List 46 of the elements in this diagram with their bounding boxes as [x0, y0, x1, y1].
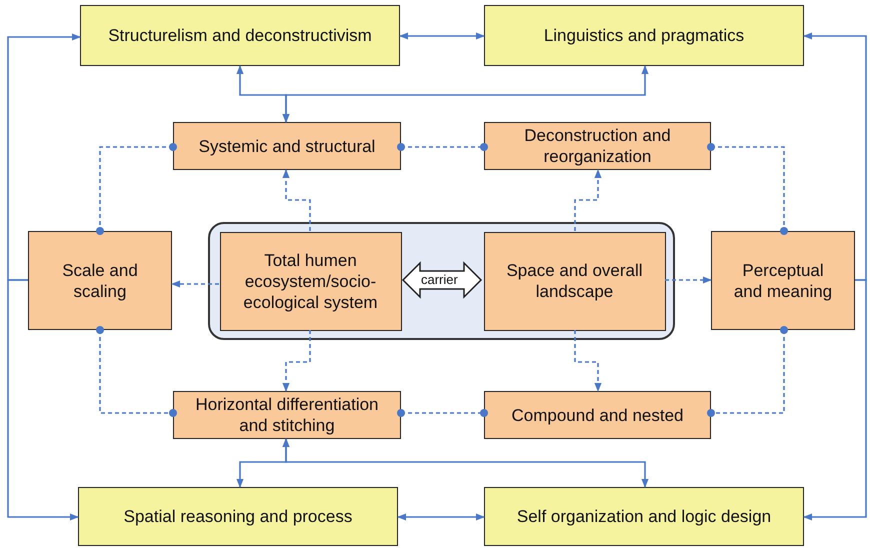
concept-box: [484, 232, 666, 330]
arrow: [282, 330, 311, 392]
arrow: [574, 169, 602, 231]
concept-box: [220, 232, 402, 330]
arrow: [397, 513, 485, 521]
concept-label: Total humen ecosystem/socio-ecological system: [242, 250, 379, 312]
concept-box: [711, 231, 855, 330]
concept-box: [173, 122, 401, 170]
arrow: [574, 330, 602, 392]
dotted-end-connector: [96, 326, 177, 417]
arrow: [282, 438, 649, 488]
dotted-end-connector: [96, 143, 177, 235]
concept-label: Compound and nested: [510, 404, 685, 426]
concept-label: Space and overall landscape: [505, 260, 644, 302]
concept-label: Self organization and logic design: [516, 506, 772, 527]
arrow: [282, 169, 311, 231]
concept-box: [484, 5, 804, 66]
concept-label: Structurelism and deconstructivism: [107, 25, 373, 46]
arrow: [7, 279, 79, 521]
concept-label: Systemic and structural: [198, 136, 376, 156]
arrow: [399, 32, 485, 40]
dotted-end-connector: [707, 326, 788, 417]
arrow: [282, 65, 649, 123]
edge-label: carrier: [421, 272, 458, 287]
dotted-end-connector: [397, 143, 488, 151]
concept-box: [173, 391, 401, 439]
concept-box: [28, 231, 172, 330]
concept-label: Spatial reasoning and process: [122, 506, 354, 527]
concept-label: Perceptual and meaning: [732, 260, 834, 302]
dotted-end-connector: [707, 143, 788, 235]
concept-box: [484, 487, 804, 546]
concept-label: Scale and scaling: [61, 260, 139, 302]
concept-label: Horizontal differentiation and stitching: [194, 394, 380, 436]
dotted-end-connector: [397, 409, 488, 417]
arrow: [7, 33, 81, 281]
concept-box: [484, 122, 711, 170]
concept-label: Linguistics and pragmatics: [542, 25, 746, 46]
arrow: [803, 279, 867, 521]
concept-box: [80, 5, 400, 66]
arrow: [803, 32, 867, 281]
arrow: [171, 280, 219, 288]
group-panel: [208, 222, 675, 340]
concept-box: [484, 391, 711, 439]
concept-label: Deconstruction and reorganization: [523, 125, 672, 167]
concept-box: [78, 487, 398, 546]
arrow: [665, 276, 712, 284]
